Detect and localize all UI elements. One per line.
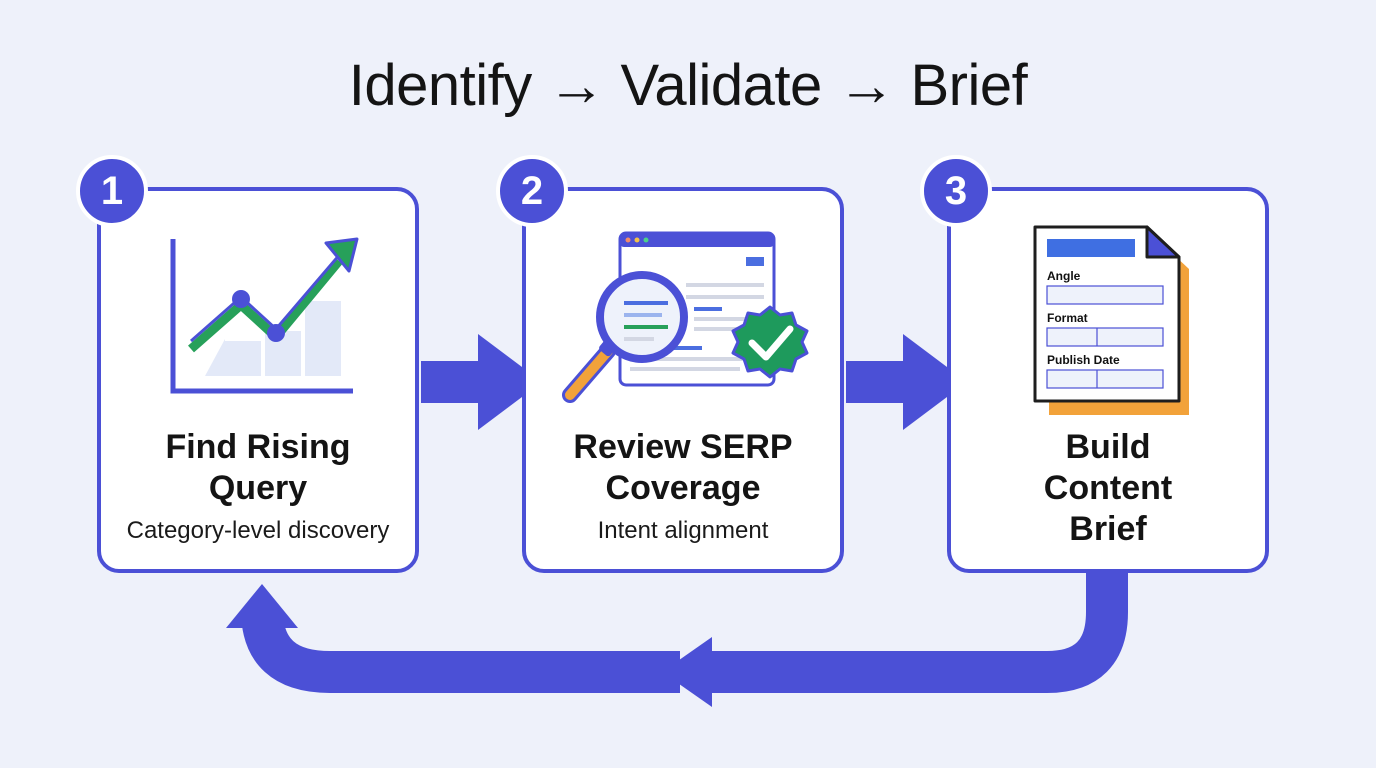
- brief-document-icon: Angle Format Publish Date: [1033, 225, 1189, 415]
- verified-check-icon: [731, 305, 809, 379]
- step-subtitle: Category-level discovery: [126, 517, 390, 544]
- step-number-badge: 1: [76, 155, 148, 227]
- step-card-find-rising-query: Find Rising Query Category-level discove…: [97, 187, 419, 573]
- step-card-build-content-brief: Angle Format Publish Date Build Content …: [947, 187, 1269, 573]
- brief-field-label: Publish Date: [1047, 353, 1120, 367]
- trend-chart-icon: [170, 237, 359, 394]
- arrow-step2-to-step3: [846, 334, 967, 430]
- step-number-badge: 3: [920, 155, 992, 227]
- step-title: Find Rising Query: [165, 428, 351, 507]
- step-subtitle: Intent alignment: [597, 517, 769, 544]
- brief-field-label: Format: [1047, 311, 1088, 325]
- page-title: Identify → Validate → Brief: [348, 53, 1028, 118]
- brief-field-label: Angle: [1047, 269, 1081, 283]
- step-title: Build Content Brief: [1043, 428, 1173, 548]
- loop-back-arrow: [226, 573, 1128, 707]
- step-title: Review SERP Coverage: [573, 428, 793, 507]
- step-card-review-serp-coverage: Review SERP Coverage Intent alignment: [522, 187, 844, 573]
- step-number-badge: 2: [496, 155, 568, 227]
- serp-search-icon: [562, 231, 809, 403]
- arrow-step1-to-step2: [421, 334, 542, 430]
